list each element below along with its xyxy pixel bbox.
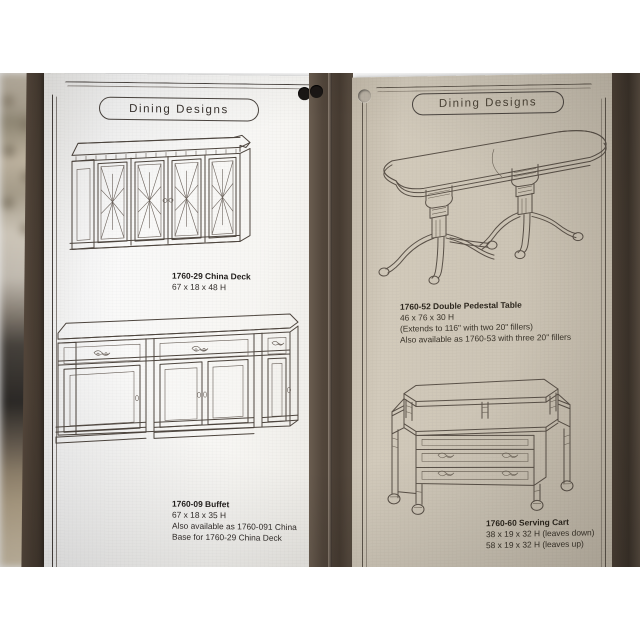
binder-cover-right-edge xyxy=(612,73,640,567)
caption-serving-cart: 1760-60 Serving Cart 38 x 19 x 32 H (lea… xyxy=(486,516,594,551)
page-header-label-right: Dining Designs xyxy=(438,96,538,111)
caption-line: 58 x 19 x 32 H (leaves up) xyxy=(486,538,584,551)
caption-title: 1760-29 China Deck xyxy=(172,270,251,282)
illustration-buffet xyxy=(50,309,300,452)
caption-buffet: 1760-09 Buffet 67 x 18 x 35 H Also avail… xyxy=(172,499,297,544)
caption-line: Base for 1760-29 China Deck xyxy=(172,531,282,543)
caption-double-pedestal-table: 1760-52 Double Pedestal Table 46 x 76 x … xyxy=(400,299,571,346)
catalog-photograph: Dining Designs xyxy=(0,73,640,567)
caption-line: 67 x 18 x 48 H xyxy=(172,281,227,293)
illustration-china-deck xyxy=(64,125,264,262)
page-header-banner-right: Dining Designs xyxy=(412,90,564,116)
catalog-page-left: Dining Designs xyxy=(44,73,316,567)
page-header-banner-left: Dining Designs xyxy=(99,96,259,122)
caption-china-deck: 1760-29 China Deck 67 x 18 x 48 H xyxy=(172,271,251,294)
binder-spine-center xyxy=(309,73,353,567)
page-header-label-left: Dining Designs xyxy=(129,102,229,116)
binder-spine-fold xyxy=(328,73,332,567)
illustration-double-pedestal-table xyxy=(362,119,612,285)
binder-punch-hole-spine xyxy=(310,85,323,98)
illustration-serving-cart xyxy=(382,368,592,527)
catalog-page-right: Dining Designs xyxy=(352,73,614,567)
